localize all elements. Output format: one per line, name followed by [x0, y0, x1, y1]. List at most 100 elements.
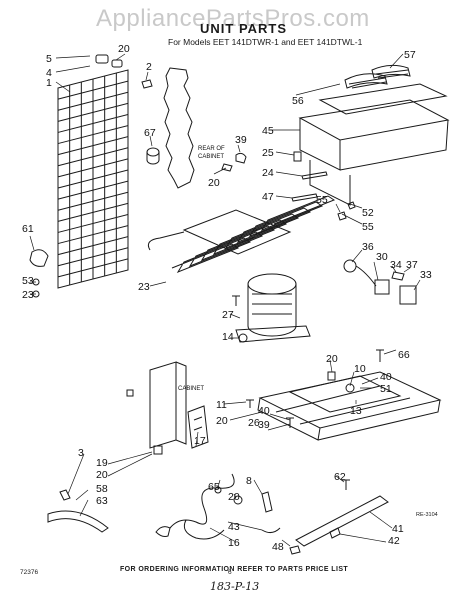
ordering-note: FOR ORDERING INFORMATION REFER TO PARTS …	[120, 566, 349, 573]
callout-10: 10	[354, 363, 366, 375]
vent-cover-57	[371, 64, 411, 79]
drain-heater-63	[47, 510, 109, 533]
rail-41	[295, 495, 389, 547]
callout-43: 43	[228, 521, 240, 533]
callout-62: 62	[334, 471, 346, 483]
callout-42: 42	[388, 535, 400, 547]
thermostat-17	[187, 405, 209, 449]
relay-36	[343, 259, 357, 273]
callout-20: 20	[216, 415, 228, 427]
callout-16: 16	[228, 537, 240, 549]
callout-40: 40	[258, 405, 270, 417]
callout-47: 47	[262, 191, 274, 203]
part-43	[261, 527, 281, 534]
callout-23: 23	[138, 281, 150, 293]
callout-19: 19	[96, 457, 108, 469]
bolt-20	[327, 371, 336, 381]
callout-63: 63	[96, 495, 108, 507]
callout-40: 40	[380, 371, 392, 383]
callout-23: 23	[22, 289, 34, 301]
callout-8: 8	[246, 475, 252, 487]
clip-part	[235, 152, 247, 164]
plug	[155, 526, 171, 537]
callout-39: 39	[235, 134, 247, 146]
callout-34: 34	[390, 259, 402, 271]
compressor	[235, 273, 311, 343]
gasket-strip	[163, 67, 195, 189]
handwritten-note: 183-P-13	[210, 580, 260, 593]
clip-3	[59, 489, 71, 501]
diagram-title: UNIT PARTS	[200, 21, 288, 36]
callout-25: 25	[262, 147, 274, 159]
callout-55: 55	[316, 194, 328, 206]
screw-11	[246, 399, 254, 408]
callout-26: 26	[248, 417, 260, 429]
leader-lines	[29, 53, 421, 547]
callout-5: 5	[46, 53, 52, 65]
evaporator-rack	[57, 69, 129, 289]
bolt-27	[232, 295, 240, 306]
page-number: 6	[228, 569, 232, 576]
callout-33: 33	[420, 269, 432, 281]
part-61	[29, 249, 49, 267]
callout-52: 52	[362, 207, 374, 219]
callout-67: 67	[144, 127, 156, 139]
callout-14: 14	[222, 331, 234, 343]
callout-20: 20	[228, 491, 240, 503]
grommet-14	[238, 333, 248, 343]
screw-25	[293, 151, 302, 162]
overload-30	[374, 279, 390, 295]
grommet-10	[345, 383, 355, 393]
callout-53: 53	[22, 275, 34, 287]
cabinet-label: CABINET	[178, 386, 204, 392]
callout-58: 58	[96, 483, 108, 495]
callout-2: 2	[146, 61, 152, 73]
callout-36: 36	[362, 241, 374, 253]
callout-4: 4	[46, 67, 52, 79]
relay-cover-33	[399, 285, 417, 305]
callout-55: 55	[362, 221, 374, 233]
callout-66: 66	[398, 349, 410, 361]
part-48	[289, 545, 301, 555]
diagram-subtitle: For Models EET 141DTWR-1 and EET 141DTWL…	[168, 37, 363, 47]
clip-part-2	[221, 163, 233, 172]
cabinet-panel	[149, 361, 187, 449]
screw-62	[342, 479, 350, 490]
strip-47	[291, 193, 318, 202]
callout-13: 13	[350, 405, 362, 417]
vent-cover-56	[344, 73, 388, 89]
callout-3: 3	[78, 447, 84, 459]
evaporator-cover	[298, 83, 450, 206]
callout-51: 51	[380, 383, 392, 395]
callout-11: 11	[216, 399, 227, 411]
callout-45: 45	[262, 125, 274, 137]
screw-part-2	[141, 79, 153, 89]
screw-20-cab	[126, 389, 134, 397]
part-8	[261, 491, 273, 513]
rear-of-cabinet-label-2: CABINET	[198, 154, 224, 160]
callout-37: 37	[406, 259, 418, 271]
callout-20: 20	[326, 353, 338, 365]
part-42	[329, 527, 341, 539]
grommet-part	[146, 147, 160, 157]
document-code: 72376	[20, 569, 39, 576]
screw-66	[376, 349, 384, 362]
callout-30: 30	[376, 251, 388, 263]
hinge-screw-part	[111, 59, 123, 68]
condenser-coil	[147, 195, 336, 274]
callout-65: 65	[208, 481, 220, 493]
callout-27: 27	[222, 309, 234, 321]
callout-17: 17	[194, 435, 206, 447]
strip-24	[301, 171, 328, 180]
callout-39: 39	[258, 419, 270, 431]
callout-1: 1	[46, 77, 52, 89]
part-20-cord	[233, 495, 243, 505]
power-cord-16	[169, 473, 235, 540]
clip-19	[153, 445, 163, 455]
callout-41: 41	[392, 523, 404, 535]
callout-20: 20	[96, 469, 108, 481]
callout-48: 48	[272, 541, 284, 553]
